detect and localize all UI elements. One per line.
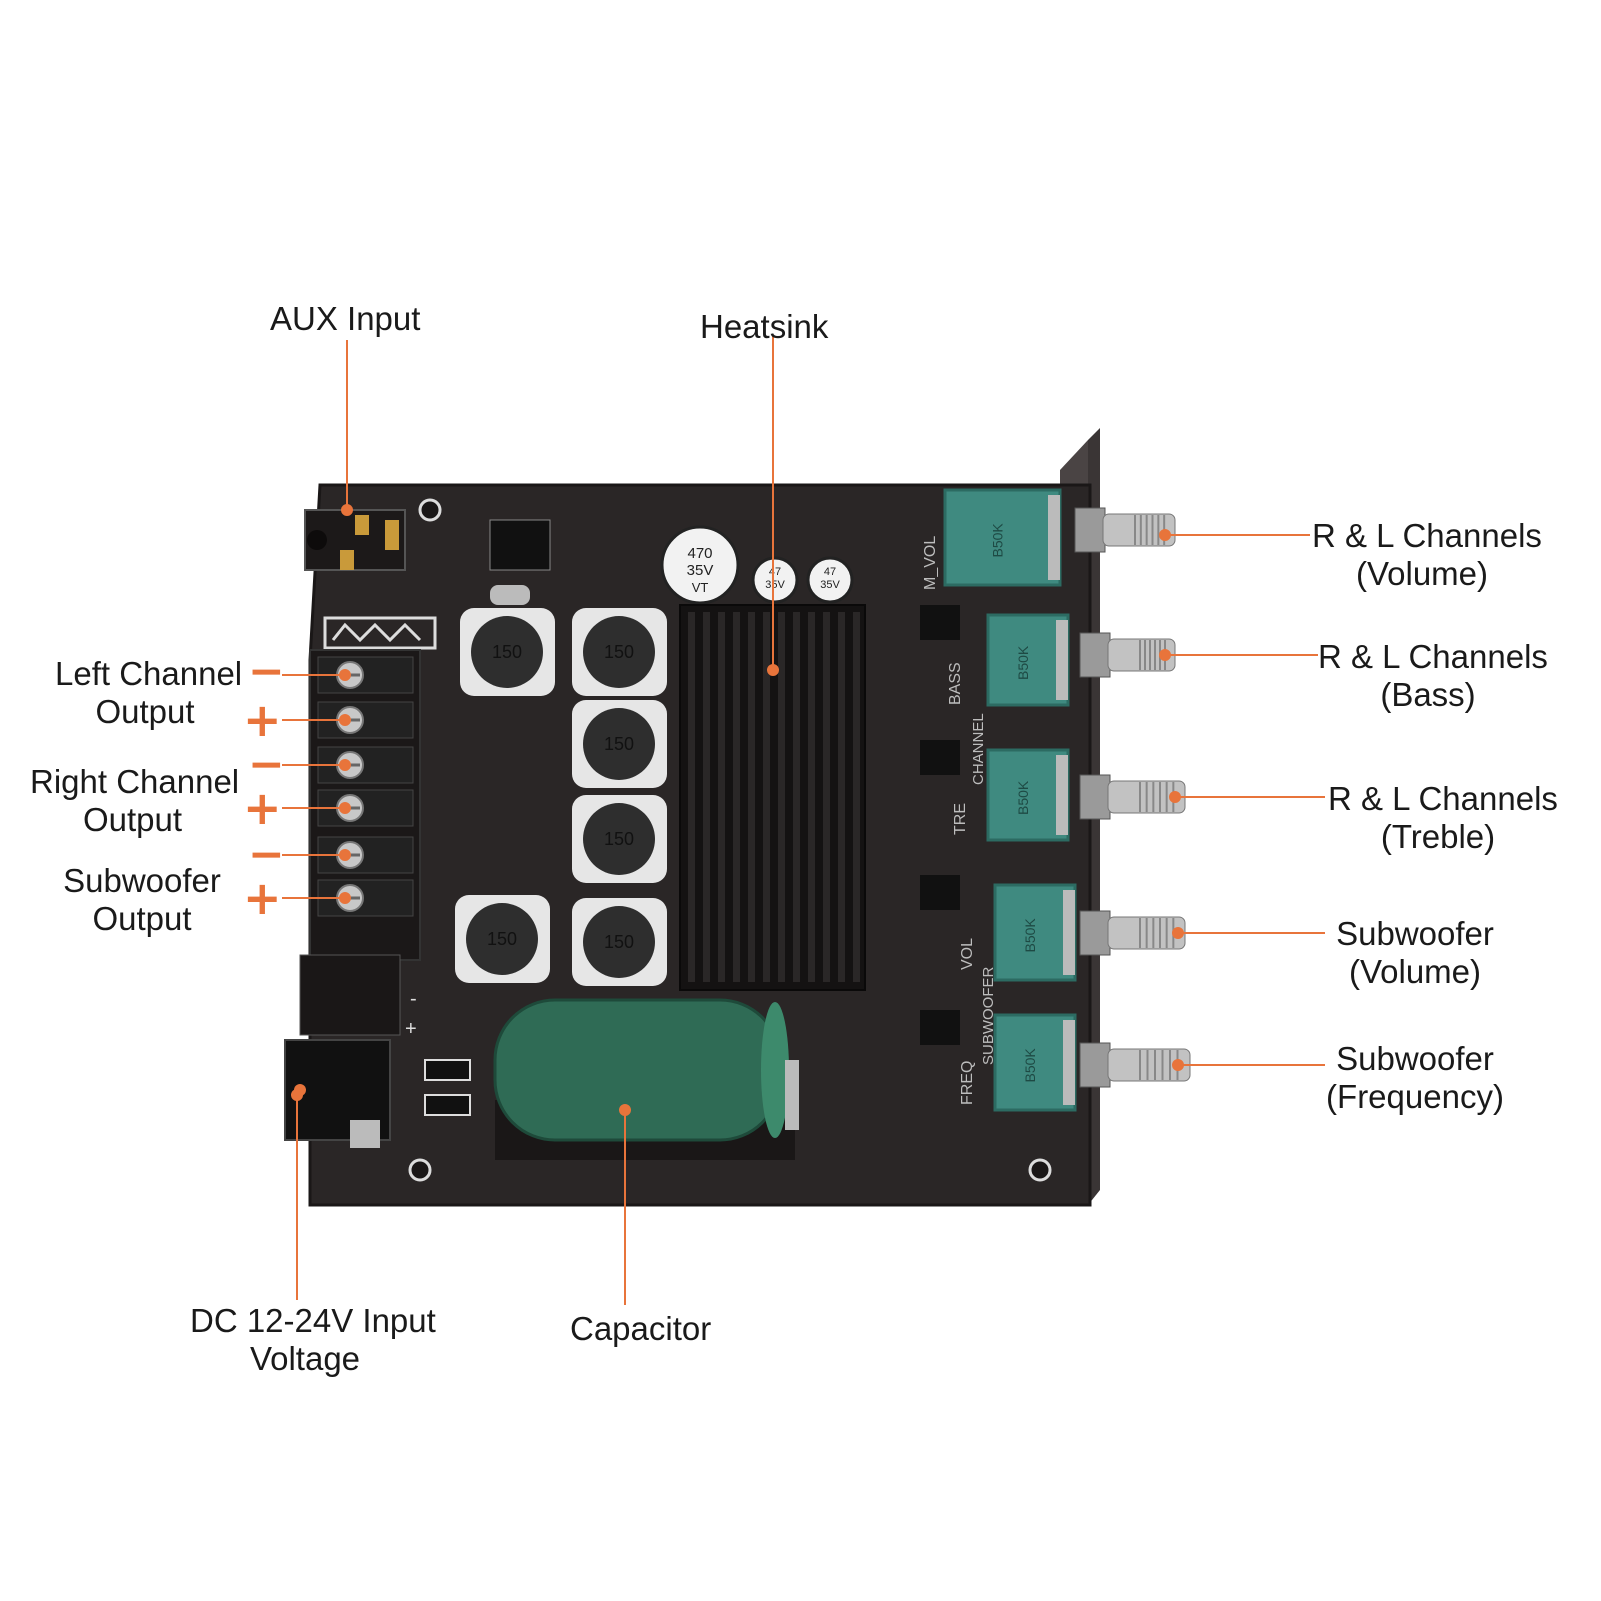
label-rl-volume: R & L Channels(Volume) [1312,517,1542,592]
cap-big-marking: 35V [687,562,714,579]
diode [424,1094,471,1116]
ic-chip [920,605,960,640]
knob-nut[interactable] [1079,774,1111,820]
crystal [490,585,530,605]
inductor-marking: 150 [487,929,517,949]
heatsink-fin [703,612,710,982]
label-rl-bass: R & L Channels(Bass) [1318,638,1548,713]
bulk-capacitor [493,998,782,1142]
ic-chip [920,1010,960,1045]
pot-marking: B50K [1015,780,1031,815]
heatsink-fin [853,612,860,982]
potentiometer [993,883,1077,982]
aux-jack-pin [340,550,354,570]
inductor-marking: 150 [604,734,634,754]
minus-sign-subwoofer: − [248,829,285,880]
label-subwoofer-frequency: Subwoofer(Frequency) [1326,1040,1504,1115]
cap-small-marking: 35V [765,579,785,591]
knob-nut[interactable] [1079,632,1111,678]
silk-bass: BASS [947,662,964,705]
aux-jack-pin [355,515,369,535]
ic-chip [489,519,551,571]
pot-marking: B50K [1022,918,1038,953]
electrolytic-capacitor-47 [751,556,799,604]
heatsink-fin [793,612,800,982]
electrolytic-capacitor-47 [806,556,854,604]
label-heatsink: Heatsink [700,308,829,345]
knob-shaft[interactable] [1102,513,1176,547]
inductor-marking: 150 [604,932,634,952]
cap-big-marking: VT [692,580,709,595]
heatsink-fin [763,612,770,982]
pot-marking: B50K [990,523,1006,558]
plus-sign-subwoofer: + [243,871,282,925]
inductor-marking: 150 [604,829,634,849]
heatsink-fin [688,612,695,982]
dc-minus-marking: - [410,988,417,1010]
heatsink [679,604,866,991]
inductor-marking: 150 [604,642,634,662]
mounting-hole [418,498,442,522]
heatsink-fin [733,612,740,982]
heatsink-fin [808,612,815,982]
pot-marking: B50K [1015,645,1031,680]
label-aux-input: AUX Input [270,300,421,337]
label-capacitor: Capacitor [570,1310,712,1347]
heatsink-fin [748,612,755,982]
aux-jack-hole [307,530,327,550]
silk-subwoofer: SUBWOOFER [980,966,997,1065]
heatsink-fin [718,612,725,982]
potentiometer [986,613,1070,707]
minus-sign-left: − [248,646,285,697]
mounting-hole [408,1158,432,1182]
heatsink-fin [778,612,785,982]
ic-chip [920,875,960,910]
ic-chip [920,740,960,775]
silk-vol: VOL [959,938,976,970]
mounting-hole [1028,1158,1052,1182]
label-rl-treble: R & L Channels(Treble) [1328,780,1558,855]
knob-nut[interactable] [1074,507,1106,553]
silk-tre: TRE [952,803,969,835]
cap-small-marking: 47 [824,566,836,578]
dc-plus-marking: + [405,1018,417,1040]
electrolytic-capacitor-470 [660,525,740,605]
silk-freq: FREQ [959,1061,976,1105]
minus-sign-right: − [248,739,285,790]
plus-sign-left: + [243,693,282,747]
potentiometer [986,748,1070,842]
plus-sign-right: + [243,781,282,835]
bluetooth-antenna [323,616,437,650]
silk-m-vol: M_VOL [922,536,939,590]
diode [424,1059,471,1081]
knob-nut[interactable] [1079,1042,1111,1088]
heatsink-fin [838,612,845,982]
cap-small-marking: 35V [820,579,840,591]
silk-channel: CHANNEL [970,713,987,785]
knob-nut[interactable] [1079,910,1111,956]
heatsink-fin [823,612,830,982]
aux-jack-pin [385,520,399,550]
pot-marking: B50K [1022,1048,1038,1083]
cap-small-marking: 47 [769,566,781,578]
inductor-marking: 150 [492,642,522,662]
cap-big-marking: 470 [687,545,712,562]
label-subwoofer-volume: Subwoofer(Volume) [1336,915,1494,990]
